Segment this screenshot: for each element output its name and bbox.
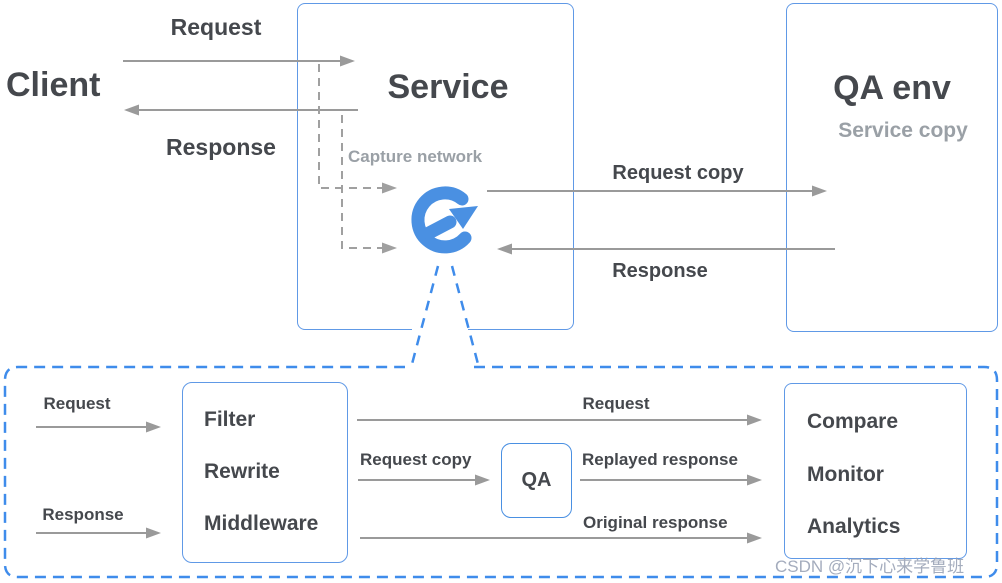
service-box — [297, 3, 574, 330]
results-item-analytics: Analytics — [807, 515, 901, 538]
client-label: Client — [6, 66, 101, 104]
capture-network-label: Capture network — [348, 147, 483, 166]
pipeline-item-filter: Filter — [204, 408, 256, 431]
qa-env-box — [786, 3, 998, 332]
detail-request-in-label: Request — [43, 394, 111, 413]
original-response-label: Original response — [583, 513, 728, 532]
qa-env-title: QA env — [833, 69, 951, 107]
pipeline-item-rewrite: Rewrite — [204, 460, 280, 483]
client-response-label: Response — [166, 134, 276, 160]
service-box-border-gap — [412, 327, 468, 334]
qa-response-label: Response — [612, 260, 708, 282]
results-item-monitor: Monitor — [807, 463, 884, 486]
detail-request-copy-label: Request copy — [360, 450, 472, 469]
service-title: Service — [387, 68, 509, 106]
pipeline-item-middleware: Middleware — [204, 512, 319, 535]
detail-response-in-label: Response — [42, 505, 124, 524]
qa-env-subtitle: Service copy — [838, 119, 968, 142]
qa-box-label: QA — [521, 469, 552, 491]
replayed-response-label: Replayed response — [582, 450, 738, 469]
detail-request-out-label: Request — [582, 394, 650, 413]
results-item-compare: Compare — [807, 410, 899, 433]
request-copy-label: Request copy — [612, 162, 744, 184]
client-request-label: Request — [170, 14, 262, 40]
watermark: CSDN @沉下心来学鲁班 — [775, 557, 965, 576]
